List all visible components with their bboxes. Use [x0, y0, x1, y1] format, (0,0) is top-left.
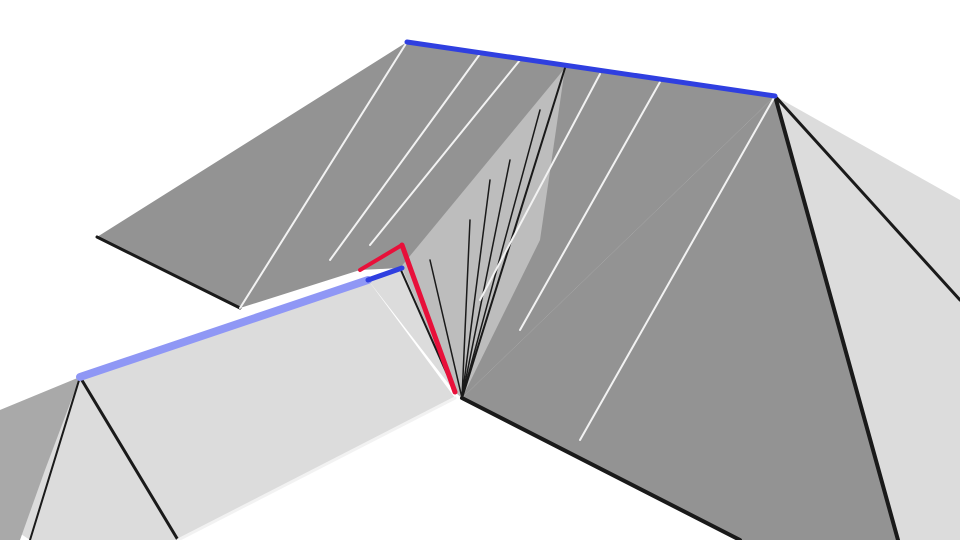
highlight-line — [329, 53, 481, 261]
light-strip-edge — [0, 377, 80, 540]
blue-boundary-strip — [76, 276, 372, 381]
crease-line — [460, 396, 742, 540]
light-sheet-right — [775, 96, 960, 540]
crease-line — [29, 376, 81, 540]
mesh-creases — [29, 41, 960, 540]
red-boundary — [358, 243, 404, 272]
mesh-faces — [0, 42, 960, 540]
light-strip — [0, 280, 455, 540]
crease-line — [461, 109, 541, 399]
crease-line — [773, 94, 960, 302]
crease-line — [461, 219, 471, 399]
highlight-line — [519, 81, 661, 331]
dark-sheet-left — [97, 42, 775, 398]
crease-line — [78, 375, 180, 540]
highlight-line — [239, 41, 408, 309]
crease-line — [461, 67, 566, 399]
highlight-line — [579, 95, 776, 441]
fan-inner-light — [368, 268, 455, 392]
crease-line — [461, 159, 511, 399]
crease-line — [773, 94, 900, 540]
crease-line — [461, 179, 491, 399]
highlight-line — [176, 396, 457, 540]
highlight-line — [479, 73, 601, 301]
highlight-line — [369, 59, 521, 246]
crease-line — [95, 235, 242, 310]
dark-sheet-right — [462, 96, 898, 540]
mesh-boundary-edges — [76, 39, 778, 395]
crease-line — [429, 259, 463, 399]
blue-boundary-top — [404, 39, 778, 99]
red-boundary — [399, 242, 458, 395]
blue-boundary-short — [365, 265, 405, 283]
